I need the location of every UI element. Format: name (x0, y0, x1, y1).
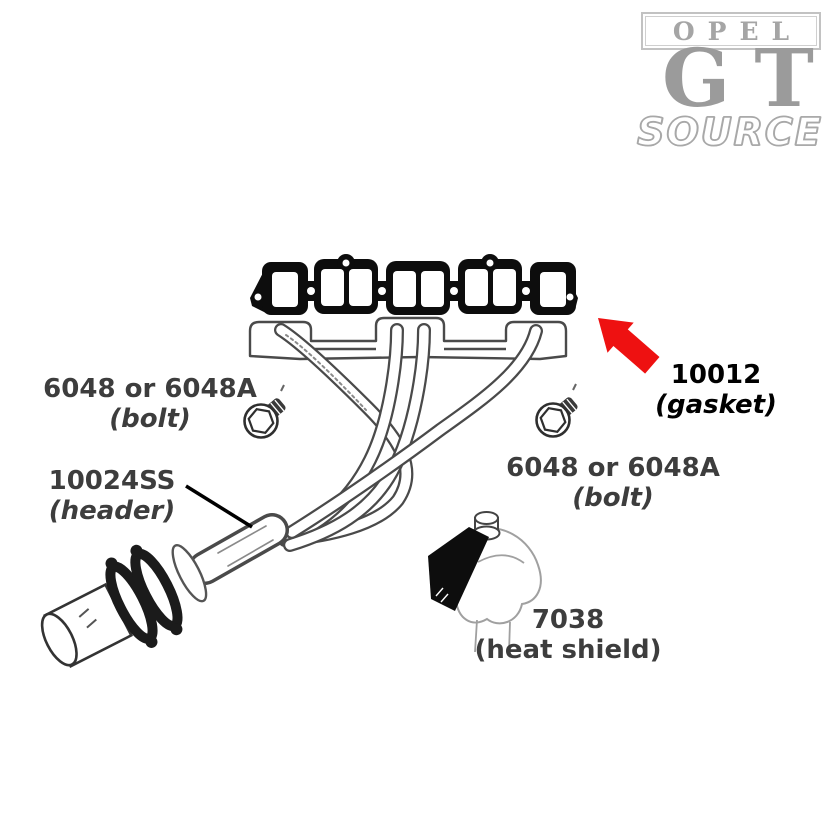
source-logo-text: SOURCE (636, 110, 823, 154)
bolt-right-drawing (535, 383, 578, 438)
callout-bolt-right: 6048 or 6048A (bolt) (506, 453, 720, 513)
part-number: 6048 or 6048A (506, 453, 720, 483)
red-arrow-icon (598, 318, 660, 374)
part-number: 10024SS (48, 466, 176, 496)
gasket-drawing (250, 254, 578, 315)
callout-gasket: 10012 (gasket) (655, 360, 777, 420)
part-number: 6048 or 6048A (43, 374, 257, 404)
callout-heat-shield: 7038 (heat shield) (475, 605, 662, 665)
header-tubes-drawing (188, 323, 543, 585)
part-name: (gasket) (655, 390, 777, 420)
part-name: (bolt) (572, 483, 654, 513)
callout-header: 10024SS (header) (49, 466, 176, 526)
part-name: (bolt) (109, 404, 191, 434)
header-leader-line (185, 484, 253, 529)
callout-bolt-left: 6048 or 6048A (bolt) (43, 374, 257, 434)
opel-badge: OPEL (641, 12, 821, 50)
part-number: 7038 (531, 605, 605, 635)
collector-flange-drawing (40, 544, 208, 668)
gt-logo-text: GT (662, 31, 838, 125)
bolt-left-drawing (243, 384, 286, 439)
part-name: (header) (48, 496, 176, 526)
part-number: 10012 (670, 360, 762, 390)
header-flange-drawing (248, 316, 568, 361)
part-name: (heat shield) (474, 635, 662, 665)
heat-shield-drawing (428, 511, 542, 653)
opel-badge-text: OPEL (672, 16, 803, 46)
